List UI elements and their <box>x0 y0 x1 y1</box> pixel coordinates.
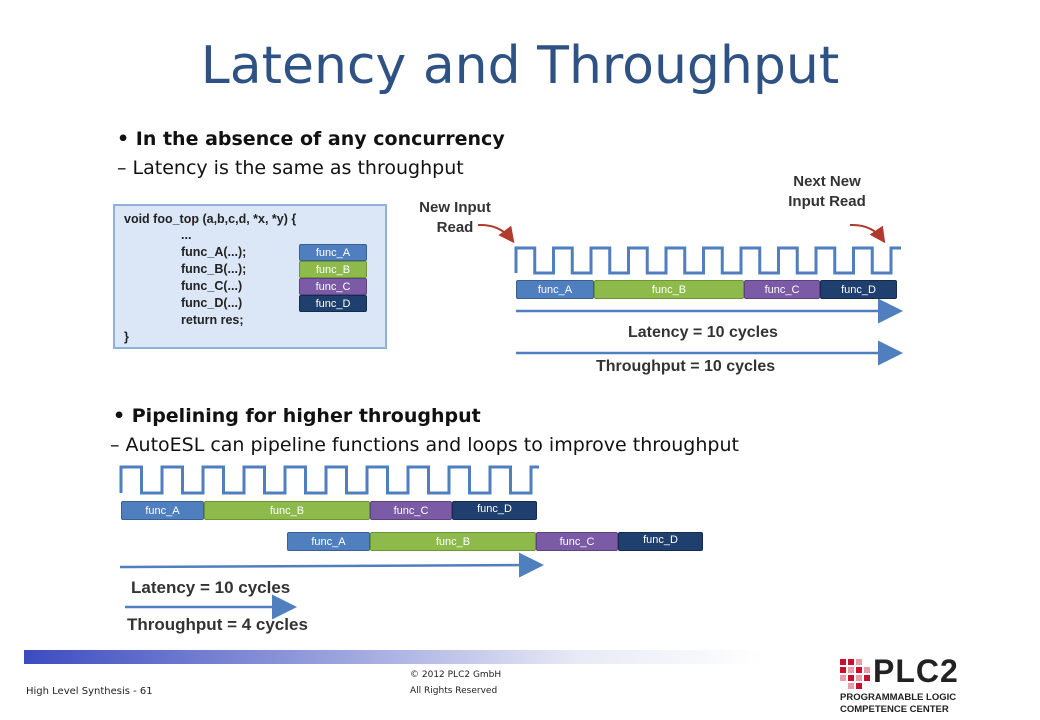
plc2-logo-grid-icon <box>840 659 870 689</box>
diagram1-func-b: func_B <box>594 280 744 299</box>
code-line-func-d: func_D(...) <box>181 296 243 310</box>
code-box: void foo_top (a,b,c,d, *x, *y) { ... fun… <box>113 204 387 349</box>
footer-gradient-bar <box>24 650 764 664</box>
code-line-func-b: func_B(...); <box>181 262 247 276</box>
plc2-logo: PLC2 PROGRAMMABLE LOGIC COMPETENCE CENTE… <box>840 653 1030 717</box>
diagram1-throughput-label: Throughput = 10 cycles <box>596 358 776 375</box>
code-line-signature: void foo_top (a,b,c,d, *x, *y) { <box>124 212 297 226</box>
diagram2-row2-func-b: func_B <box>370 532 536 551</box>
code-func-c-block: func_C <box>299 278 367 295</box>
clock-waveform-2 <box>119 465 539 495</box>
latency-arrow-2 <box>119 552 544 578</box>
diagram2-row1-func-c: func_C <box>370 501 452 520</box>
diagram2-latency-label: Latency = 10 cycles <box>131 578 291 597</box>
diagram2-row1-func-a: func_A <box>121 501 204 520</box>
code-func-b-block: func_B <box>299 261 367 278</box>
footer-slide-number: High Level Synthesis - 61 <box>26 686 153 697</box>
plc2-logo-sub2: COMPETENCE CENTER <box>840 704 949 715</box>
bullet2-heading: • Pipelining for higher throughput <box>113 405 481 427</box>
code-line-func-c: func_C(...) <box>181 279 243 293</box>
diagram1-func-d: func_D <box>820 280 897 299</box>
diagram1-latency-label: Latency = 10 cycles <box>628 324 778 341</box>
plc2-logo-text: PLC2 <box>873 653 959 689</box>
diagram2-row2-func-c: func_C <box>536 532 618 551</box>
diagram2-throughput-label: Throughput = 4 cycles <box>127 615 308 634</box>
diagram2-row2-func-a: func_A <box>287 532 370 551</box>
slide-title: Latency and Throughput <box>200 36 840 96</box>
bullet2-sub: – AutoESL can pipeline functions and loo… <box>110 434 739 456</box>
new-input-arrow <box>477 223 515 244</box>
footer-rights: All Rights Reserved <box>410 686 498 696</box>
diagram2-row1-func-b: func_B <box>204 501 370 520</box>
next-new-input-read-label: Next New Input Read <box>788 173 866 210</box>
code-line-close: } <box>124 330 129 344</box>
code-func-d-block: func_D <box>299 295 367 312</box>
footer-copyright: © 2012 PLC2 GmbH <box>410 670 502 680</box>
diagram2-row1-func-d: func_D <box>452 501 537 520</box>
diagram1-func-a: func_A <box>516 280 594 299</box>
clock-waveform-1 <box>514 246 901 275</box>
diagram2-row2-func-d: func_D <box>618 532 703 551</box>
code-line-func-a: func_A(...); <box>181 245 247 259</box>
plc2-logo-sub1: PROGRAMMABLE LOGIC <box>840 692 957 703</box>
diagram1-func-c: func_C <box>744 280 820 299</box>
new-input-read-label: New Input Read <box>419 199 491 236</box>
bullet1-sub: – Latency is the same as throughput <box>117 157 464 179</box>
next-input-arrow <box>849 223 886 244</box>
code-line-return: return res; <box>181 313 244 327</box>
code-line-ellipsis: ... <box>181 228 192 242</box>
code-func-a-block: func_A <box>299 244 367 261</box>
bullet1-heading: • In the absence of any concurrency <box>117 128 505 150</box>
